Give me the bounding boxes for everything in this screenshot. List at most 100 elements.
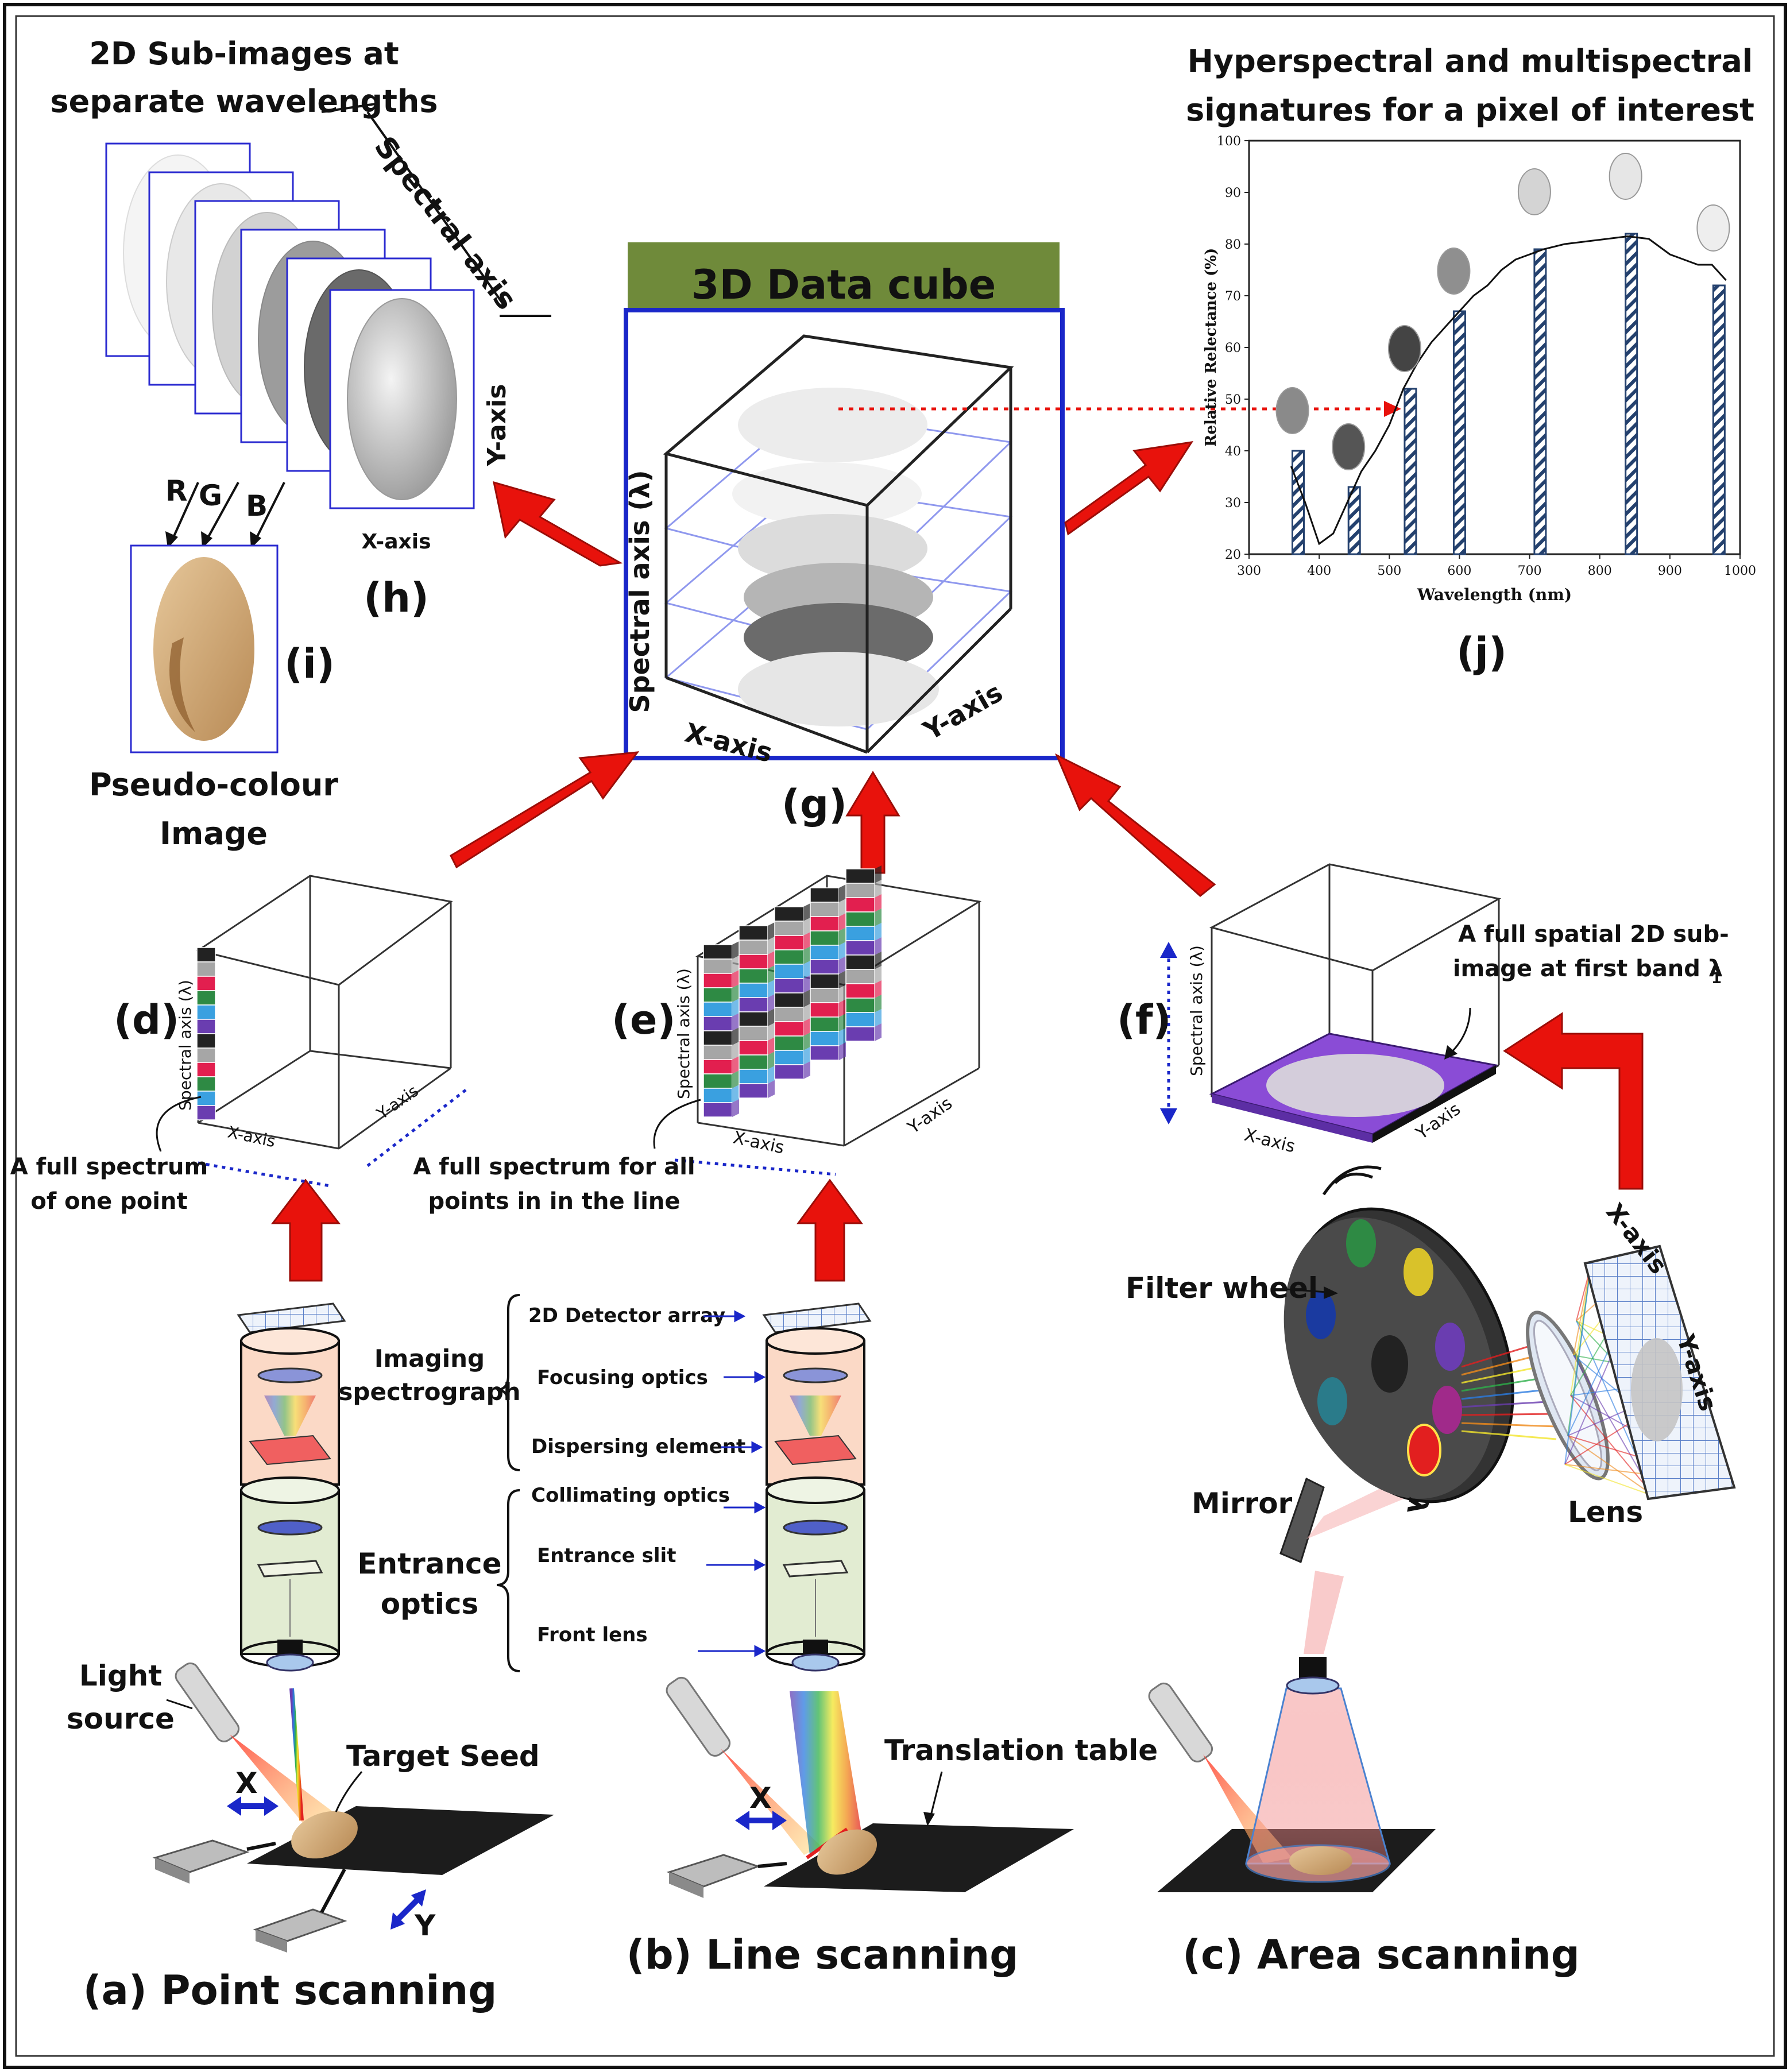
spectral-pixel-side [875,980,882,998]
line-target-seed [817,1829,877,1875]
spectral-pixel-side [803,918,810,936]
panel-f-label: (f) [1117,996,1171,1043]
spectral-pixel-side [875,1009,882,1027]
d-y-dotted-axis [366,1087,469,1167]
spectral-pixel-side [875,966,882,984]
spectrograph-labels: Imaging spectrograph Entrance optics 2D … [338,1294,766,1672]
target-seed-pointer [335,1771,363,1812]
spectral-pixel [703,1102,733,1118]
spectral-pixel [810,1002,840,1018]
area-lens [1526,1311,1610,1480]
subimages-title-line2: separate wavelengths [51,83,438,119]
spectral-pixel-side [732,956,739,973]
mirror [1279,1477,1325,1564]
reflectance-bar [1292,450,1305,555]
data-cube-panel-g: 3D Data cube Spectral axis (λ) X-a [624,242,1401,828]
cube-edges [663,334,1014,754]
y-tick-label: 20 [1225,548,1241,562]
filter-wheel [1283,1165,1514,1503]
band-seed-thumbnail [1387,325,1421,372]
spectral-pixel [196,1105,216,1120]
line-cube-panel-e: Spectral axis (λ) X-axis Y-axis (e) A fu… [413,865,982,1215]
spectral-pixel-side [839,899,846,917]
b-arrowhead [250,531,261,548]
spectral-pixel [810,1031,840,1046]
y-tick-label: 40 [1225,444,1241,459]
spectral-pixel [196,1062,216,1077]
reflectance-bar [1712,284,1726,555]
reflectance-bar [1625,233,1638,555]
spectral-pixel [196,947,216,962]
spectral-pixel [703,987,733,1003]
point-cube-panel-d: Spectral axis (λ) X-axis Y-axis (d) A fu… [10,875,469,1215]
d-spectral-axis-label: Spectral axis (λ) [176,980,195,1111]
spectral-pixel-side [839,985,846,1003]
spectral-pixel [739,968,768,984]
spectral-pixel [845,911,875,927]
front-lens [266,1653,314,1672]
panel-g-label: (g) [782,781,847,828]
spectrograph-b [762,1302,872,1672]
spectral-pixel-side [768,1052,775,1069]
y-tick-label: 30 [1225,496,1241,511]
f-callout-line [1449,1007,1471,1055]
spectral-pixel [845,940,875,956]
spectral-pixel [739,1069,768,1084]
full-spatial-line1: A full spatial 2D sub- [1458,921,1729,948]
line-table [764,1823,1074,1892]
spectral-pixel [196,1076,216,1092]
spectral-pixel [810,973,840,989]
spectral-pixel-side [768,994,775,1012]
spectral-pixel-side [768,922,775,940]
point-spectrum-column [196,947,216,1120]
spectral-pixel-side [875,865,882,883]
spectral-pixel-side [839,927,846,945]
point-y-motor [253,1868,347,1953]
filter-red-active [1407,1424,1441,1476]
light-source-line1: Light [79,1659,162,1692]
point-x-motor [152,1839,276,1884]
spectral-pixel-side [803,1004,810,1022]
imaging-spectrograph-line2: spectrograph [338,1378,520,1406]
spectral-pixel-side [803,989,810,1007]
arrow-cube-to-signature [1064,441,1194,536]
translation-table-label: Translation table [884,1734,1158,1767]
d-callout-line [156,1096,202,1152]
spectrograph-instruments [237,1302,872,1672]
spectral-pixel-side [803,932,810,950]
line-spectrum-columns [703,865,882,1118]
spectral-pixel-side [732,1056,739,1074]
channel-r-label: R [165,474,188,508]
front-lens [791,1653,840,1672]
dispersing-element-label: Dispersing element [531,1435,745,1458]
spectral-pixel [196,1091,216,1106]
dispersed-light [790,1395,841,1436]
channel-b-label: B [246,489,268,523]
pseudo-colour-line2: Image [160,815,268,852]
light-ray [1461,1400,1557,1408]
area-slab [1209,1033,1499,1143]
spectral-pixel-side [768,951,775,969]
full-spectrum-point-line2: of one point [30,1188,187,1215]
band-seed-thumbnail [1332,423,1366,470]
x-tick-label: 400 [1307,564,1331,578]
spectral-axis-h-line [366,111,507,308]
area-scanning-caption: (c) Area scanning [1182,1931,1580,1978]
spectral-pixel [196,1019,216,1034]
band-seed-thumbnail [1696,204,1730,252]
spectral-pixel [703,1030,733,1046]
spectral-pixel [774,1021,804,1037]
f-callout-arrowhead [1444,1045,1457,1060]
spectral-pixel-side [875,952,882,969]
spectral-pixel-side [839,884,846,902]
y-tick-label: 80 [1225,238,1241,252]
entrance-optics-line1: Entrance [357,1547,501,1580]
spectral-pixel [739,1011,768,1027]
spectral-pixel [703,958,733,974]
e-y-axis-label: Y-axis [904,1093,956,1138]
spectral-pixel [196,1004,216,1020]
spectral-pixel [845,1012,875,1027]
spectral-pixel [774,906,804,922]
x-tick-label: 1000 [1724,564,1756,578]
